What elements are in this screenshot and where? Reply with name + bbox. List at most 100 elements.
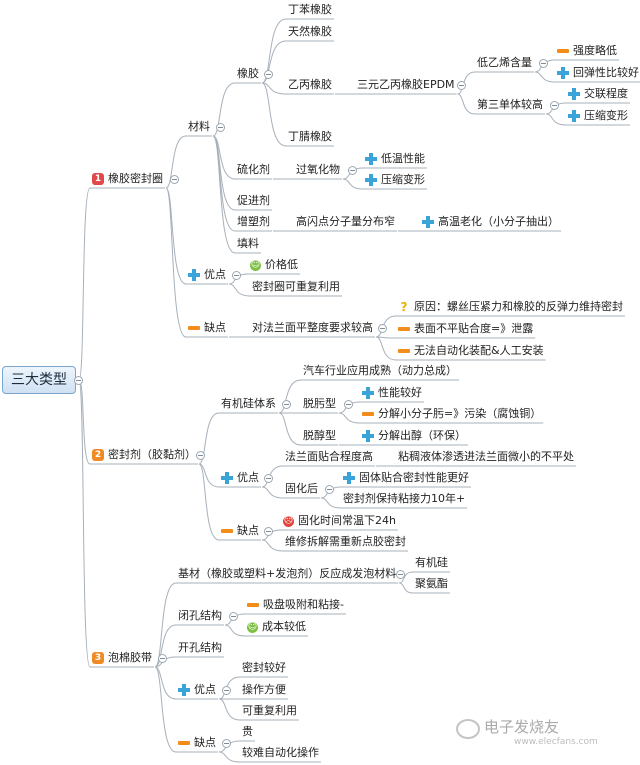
- collapse-toggle-sealant[interactable]: [196, 451, 205, 460]
- edge-fcon-ha: [218, 751, 241, 763]
- branch-rubber-seal-label: 橡胶密封圈: [108, 172, 163, 185]
- leaf-adhesion-10y[interactable]: 密封剂保持粘接力10年+: [343, 492, 466, 505]
- node-closed-cell[interactable]: 闭孔结构: [178, 609, 222, 622]
- collapse-toggle-rubber[interactable]: [170, 175, 179, 184]
- collapse-toggle-silicone[interactable]: [282, 400, 291, 409]
- branch-sealant[interactable]: 2 密封剂（胶黏剂）: [92, 448, 196, 462]
- node-rubber-pros[interactable]: 优点: [188, 268, 226, 282]
- leaf-solid-fit[interactable]: 固体贴合密封性能更好: [343, 471, 469, 485]
- leaf-compression-set-2[interactable]: 压缩变形: [365, 173, 425, 187]
- node-foam-cons[interactable]: 缺点: [178, 736, 216, 750]
- node-sealant-pros[interactable]: 优点: [221, 471, 259, 485]
- badge-2-icon: 2: [92, 449, 104, 461]
- collapse-toggle-flatness[interactable]: [378, 324, 387, 333]
- node-epm[interactable]: 乙丙橡胶: [288, 78, 332, 91]
- leaf-crosslink[interactable]: 交联程度: [568, 87, 628, 101]
- node-after-cure[interactable]: 固化后: [285, 482, 318, 495]
- leaf-strength-low[interactable]: 强度略低: [557, 44, 617, 58]
- node-substrate[interactable]: 基材（橡胶或塑料+发泡剂）反应成发泡材料: [178, 567, 397, 580]
- collapse-toggle-third-monomer[interactable]: [550, 101, 559, 110]
- collapse-toggle-deoxime[interactable]: [344, 400, 353, 409]
- leaf-performance-good[interactable]: 性能较好: [362, 386, 422, 400]
- leaf-low-cost[interactable]: ☺成本较低: [247, 620, 306, 633]
- node-rubber-cons[interactable]: 缺点: [188, 321, 226, 335]
- collapse-toggle-epdm[interactable]: [457, 81, 466, 90]
- leaf-easy-operation[interactable]: 操作方便: [242, 683, 286, 696]
- leaf-sbr[interactable]: 丁苯橡胶: [288, 3, 332, 16]
- leaf-cheap[interactable]: ☺价格低: [250, 258, 298, 271]
- leaf-seal-good[interactable]: 密封较好: [242, 661, 286, 674]
- node-silicone-system[interactable]: 有机硅体系: [221, 397, 276, 410]
- leaf-hard-automation[interactable]: 较难自动化操作: [242, 746, 319, 759]
- leaf-leak[interactable]: 表面不平贴合度=》泄露: [398, 322, 533, 336]
- leaf-filler[interactable]: 填料: [237, 237, 259, 250]
- leaf-no-automation[interactable]: 无法自动化装配&人工安装: [398, 344, 544, 358]
- leaf-natural-rubber[interactable]: 天然橡胶: [288, 25, 332, 38]
- node-fit-high[interactable]: 法兰面贴合程度高: [285, 450, 373, 463]
- collapse-toggle-peroxide[interactable]: [348, 166, 357, 175]
- node-epdm[interactable]: 三元乙丙橡胶EPDM: [357, 78, 455, 91]
- edge-material-rub: [212, 82, 236, 137]
- collapse-toggle-foam-cons[interactable]: [222, 739, 231, 748]
- node-third-monomer-high[interactable]: 第三单体较高: [477, 98, 543, 111]
- node-rubber-type[interactable]: 橡胶: [237, 67, 259, 80]
- node-dealcohol[interactable]: 脱醇型: [303, 429, 336, 442]
- node-high-flash[interactable]: 高闪点分子量分布窄: [296, 215, 395, 228]
- leaf-decompose-oxime[interactable]: 分解小分子肟=》污染（腐蚀铜）: [362, 407, 541, 421]
- leaf-high-temp-aging[interactable]: 高温老化（小分子抽出）: [422, 215, 559, 229]
- leaf-expensive[interactable]: 贵: [242, 725, 253, 738]
- collapse-toggle-sealant-pros[interactable]: [264, 474, 273, 483]
- node-vulcanizer[interactable]: 硫化剂: [237, 163, 270, 176]
- collapse-toggle-substrate[interactable]: [396, 570, 405, 579]
- edge-spro-cure: [261, 486, 284, 499]
- smile-icon: ☺: [250, 259, 261, 271]
- edge-deox-dec: [338, 412, 361, 424]
- collapse-toggle-root[interactable]: [74, 376, 83, 385]
- collapse-toggle-low-ethylene[interactable]: [539, 59, 548, 68]
- leaf-penetrate[interactable]: 粘稠液体渗透进法兰面微小的不平处: [398, 450, 574, 463]
- leaf-silicone[interactable]: 有机硅: [415, 556, 448, 569]
- leaf-low-temp[interactable]: 低温性能: [365, 152, 425, 166]
- collapse-toggle-foam[interactable]: [158, 654, 167, 663]
- node-material[interactable]: 材料: [188, 120, 210, 133]
- node-deoxime[interactable]: 脱肟型: [303, 397, 336, 410]
- leaf-nbr[interactable]: 丁腈橡胶: [288, 130, 332, 143]
- edge-root-rubber: [78, 187, 91, 381]
- branch-sealant-label: 密封剂（胶黏剂）: [108, 448, 196, 461]
- leaf-repair[interactable]: 维修拆解需重新点胶密封: [285, 535, 406, 548]
- leaf-reusable-foam[interactable]: 可重复利用: [242, 704, 297, 717]
- edge-rub-nr: [261, 40, 287, 84]
- leaf-compression-set[interactable]: 压缩变形: [568, 109, 628, 123]
- collapse-toggle-rubber-pros[interactable]: [232, 271, 241, 280]
- question-icon: ?: [400, 300, 408, 314]
- edge-flat-noauto: [375, 336, 397, 361]
- leaf-alcohol-out[interactable]: 分解出醇（环保）: [362, 429, 466, 443]
- collapse-toggle-after-cure[interactable]: [325, 485, 334, 494]
- leaf-accelerator[interactable]: 促进剂: [237, 194, 270, 207]
- node-foam-pros[interactable]: 优点: [178, 683, 216, 697]
- minus-icon: [398, 349, 410, 353]
- node-plasticizer[interactable]: 增塑剂: [237, 215, 270, 228]
- leaf-auto-industry-mature[interactable]: 汽车行业应用成熟（动力总成）: [303, 364, 457, 377]
- leaf-reason[interactable]: ?原因：螺丝压紧力和橡胶的反弹力维持密封: [398, 300, 623, 314]
- node-low-ethylene[interactable]: 低乙烯含量: [477, 56, 532, 69]
- collapse-toggle-sealant-cons[interactable]: [264, 527, 273, 536]
- leaf-suction[interactable]: 吸盘吸附和粘接-: [247, 598, 344, 612]
- leaf-open-cell[interactable]: 开孔结构: [178, 641, 222, 654]
- leaf-resilience-good[interactable]: 回弹性比较好: [557, 66, 639, 80]
- leaf-reusable[interactable]: 密封圈可重复利用: [252, 280, 340, 293]
- node-peroxide[interactable]: 过氧化物: [296, 163, 340, 176]
- leaf-polyurethane[interactable]: 聚氨酯: [415, 577, 448, 590]
- collapse-toggle-closed-cell[interactable]: [229, 612, 238, 621]
- collapse-toggle-rubber-type[interactable]: [264, 70, 273, 79]
- root-topic[interactable]: 三大类型: [2, 366, 76, 394]
- collapse-toggle-material[interactable]: [216, 123, 225, 132]
- leaf-cure-24h[interactable]: ☹固化时间常温下24h: [283, 514, 396, 527]
- node-flatness-requirement[interactable]: 对法兰面平整度要求较高: [252, 321, 373, 334]
- minus-icon: [188, 326, 200, 330]
- node-sealant-cons[interactable]: 缺点: [221, 524, 259, 538]
- collapse-toggle-foam-pros[interactable]: [222, 686, 231, 695]
- watermark: 电子发烧友 www.elecfans.com: [456, 716, 598, 747]
